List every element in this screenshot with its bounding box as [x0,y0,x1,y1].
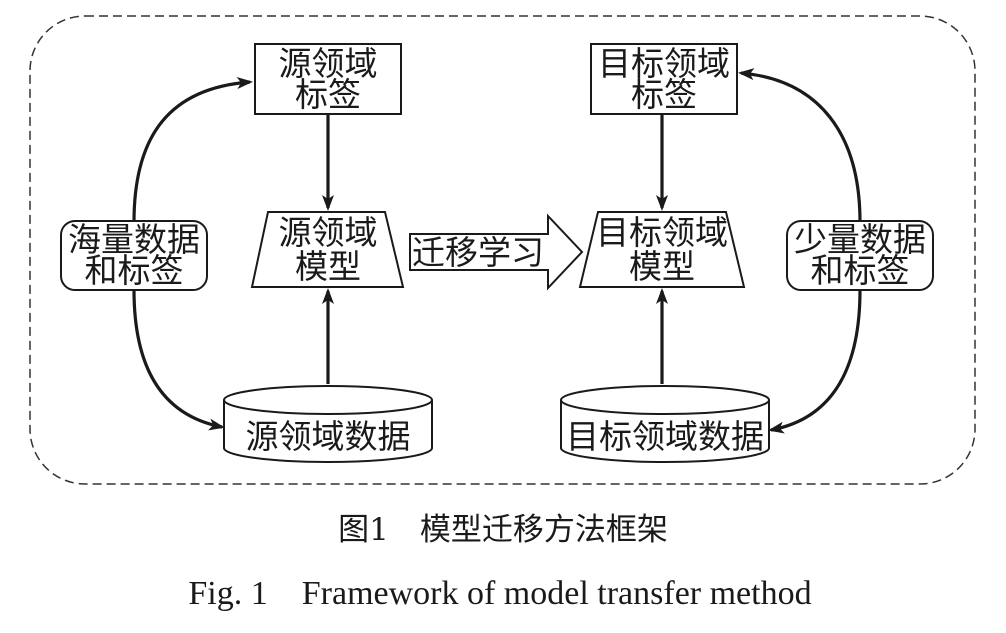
target-model-line1: 目标领域 [596,213,728,252]
source-model-line2: 模型 [295,247,361,286]
left-loop-label-box: 海量数据 和标签 [60,220,208,291]
source-label-box: 源领域 标签 [254,43,402,115]
source-label-line2: 标签 [295,75,361,114]
arrow-left-loop-to-source-data [132,289,225,431]
source-label-line1: 源领域 [279,44,378,83]
target-model-line2: 模型 [629,247,695,286]
right-loop-line2: 和标签 [811,251,910,290]
target-data-cylinder: 目标领域数据 [560,385,770,463]
arrow-right-loop-to-target-label [738,68,862,223]
target-model-trapezoid: 目标领域 模型 [578,211,746,288]
left-loop-line1: 海量数据 [68,220,200,259]
target-label-box: 目标领域 标签 [590,43,738,115]
source-model-line1: 源领域 [279,213,378,252]
target-label-line2: 标签 [631,75,697,114]
target-label-line1: 目标领域 [598,44,730,83]
right-loop-label-box: 少量数据 和标签 [786,220,934,291]
source-data-cylinder: 源领域数据 [223,385,433,463]
right-loop-line1: 少量数据 [794,220,926,259]
transfer-learning-label: 迁移学习 [412,233,544,272]
source-model-trapezoid: 源领域 模型 [250,211,405,288]
caption-english: Fig. 1 Framework of model transfer metho… [188,575,811,612]
target-data-label: 目标领域数据 [566,417,764,456]
transfer-learning-arrow: 迁移学习 [409,213,584,291]
arrow-left-loop-to-source-label [132,76,253,223]
outer-dashed-frame [29,15,976,485]
source-data-label: 源领域数据 [246,417,411,456]
caption-chinese: 图1 模型迁移方法框架 [338,512,668,548]
arrow-right-loop-to-target-data [768,289,862,434]
left-loop-line2: 和标签 [85,251,184,290]
